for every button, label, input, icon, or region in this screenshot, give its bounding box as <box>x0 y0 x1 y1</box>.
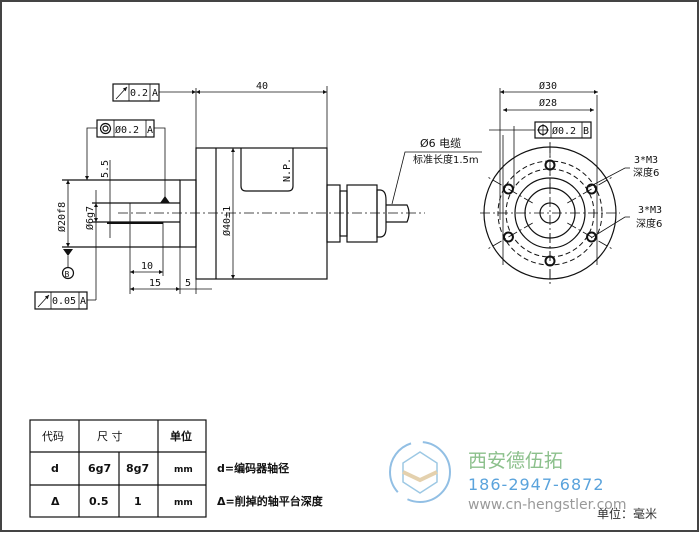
holes-label-2b: 深度6 <box>636 217 662 230</box>
cable-label-2: 标准长度1.5m <box>413 153 479 166</box>
dim-length: 40 <box>256 81 268 92</box>
hole-axis <box>487 222 533 250</box>
svg-text:A: A <box>80 296 86 307</box>
header-unit: 单位 <box>170 429 192 443</box>
runout-arrow-icon <box>115 86 128 100</box>
dim-flange-dia: Ø20f8 <box>56 202 68 232</box>
svg-text:A: A <box>152 88 158 99</box>
side-view: N.P. 40 Ø40±1 Ø20f8 Ø6g7 5.5 10 15 <box>34 81 425 310</box>
cable-connector: Ø6 电缆 标准长度1.5m <box>326 137 482 243</box>
svg-text:0.5: 0.5 <box>89 495 109 508</box>
watermark-url: www.cn-hengstler.com <box>468 497 627 513</box>
concentricity-tolerance: Ø0.2 A <box>85 119 170 203</box>
front-view: Ø30 Ø28 Ø0.2 B 3*M3 深度6 3*M3 深度6 <box>480 80 662 285</box>
mounting-hole <box>502 231 514 243</box>
header-code: 代码 <box>42 430 64 443</box>
svg-text:B: B <box>65 270 70 279</box>
runout-arrow-icon <box>37 294 50 308</box>
watermark-company: 西安德伍拓 <box>468 450 563 472</box>
dim-flat: 5.5 <box>100 160 111 178</box>
svg-text:8g7: 8g7 <box>126 462 149 475</box>
table-row: d 6g7 8g7 mm <box>51 462 193 475</box>
svg-text:0.05: 0.05 <box>52 296 76 307</box>
svg-text:mm: mm <box>174 465 193 475</box>
dim-body-dia: Ø40±1 <box>221 206 233 236</box>
runout-tolerance-top: 0.2 A <box>112 83 196 102</box>
datum-b: B <box>61 249 75 280</box>
hole-axis <box>487 176 533 204</box>
svg-text:Δ: Δ <box>51 495 60 508</box>
dim-inner: Ø28 <box>539 97 557 109</box>
holes-label-2a: 3*M3 <box>638 205 662 216</box>
hole-axis <box>567 176 613 204</box>
svg-text:mm: mm <box>174 498 193 508</box>
holes-label-1a: 3*M3 <box>634 155 658 166</box>
svg-text:6g7: 6g7 <box>88 462 111 475</box>
shaft-end <box>539 202 561 224</box>
mounting-hole <box>586 231 598 243</box>
svg-text:0.2: 0.2 <box>130 88 148 99</box>
datum-a-triangle-icon <box>160 196 170 203</box>
dim-shaft-dia: Ø6g7 <box>84 206 96 230</box>
header-size: 尺 寸 <box>97 429 123 443</box>
cable-label-1: Ø6 电缆 <box>420 137 461 150</box>
dim-flat-len: 10 <box>141 261 153 272</box>
dim-shaft-len: 15 <box>149 278 161 289</box>
table-row: Δ 0.5 1 mm <box>51 495 193 508</box>
cable <box>386 204 410 223</box>
mounting-hole <box>502 183 514 195</box>
size-table: 代码 尺 寸 单位 d 6g7 8g7 mm Δ 0.5 1 mm <box>29 419 207 518</box>
svg-text:d: d <box>51 462 59 475</box>
watermark-phone: 186-2947-6872 <box>468 475 605 494</box>
note-d: d=编码器轴径 <box>217 461 289 475</box>
position-tolerance: Ø0.2 B <box>489 121 592 139</box>
nameplate-recess <box>240 148 294 192</box>
svg-text:Ø0.2: Ø0.2 <box>552 125 576 137</box>
dim-outer: Ø30 <box>539 80 557 92</box>
dim-flange-len: 5 <box>185 278 191 289</box>
svg-text:A: A <box>147 125 153 136</box>
watermark-logo <box>389 441 451 503</box>
hole-axis <box>567 222 613 250</box>
unit-note: 单位：毫米 <box>597 506 657 521</box>
mounting-hole <box>586 183 598 195</box>
holes-label-1b: 深度6 <box>633 166 659 179</box>
svg-text:Ø0.2: Ø0.2 <box>115 124 139 136</box>
nameplate-label: N.P. <box>282 158 293 182</box>
svg-text:B: B <box>583 126 589 137</box>
flange <box>179 179 197 248</box>
note-delta: Δ=削掉的轴平台深度 <box>217 494 324 508</box>
runout-tolerance-bottom: 0.05 A <box>34 291 96 310</box>
concentricity-icon <box>99 122 112 135</box>
svg-text:1: 1 <box>134 495 142 508</box>
